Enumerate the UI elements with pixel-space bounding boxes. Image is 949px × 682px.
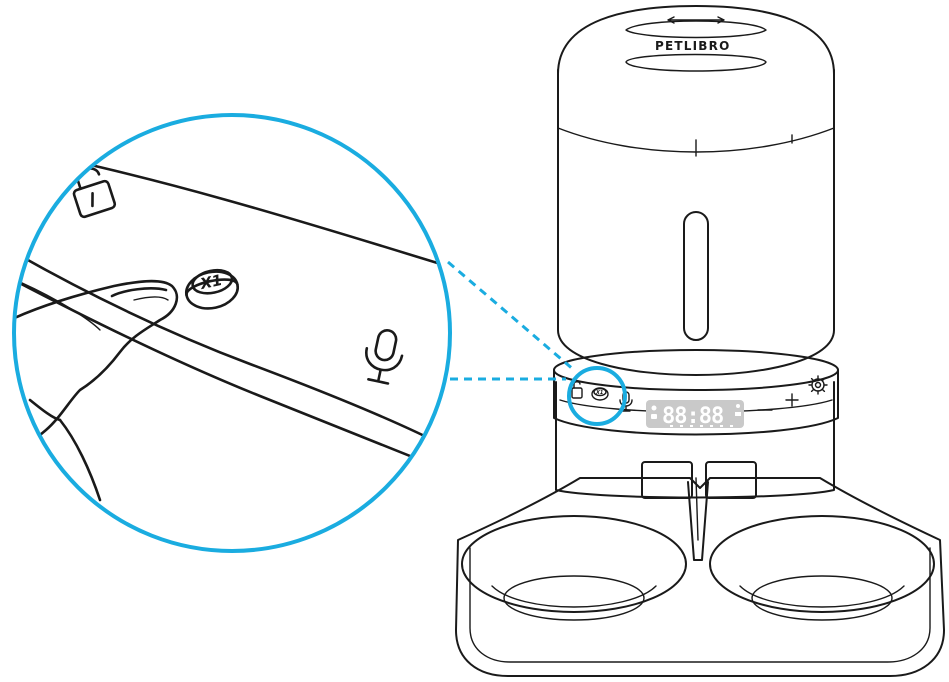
plus-icon[interactable]	[785, 393, 799, 407]
food-hopper	[557, 69, 835, 376]
feed-button-icon[interactable]: X1	[591, 387, 609, 401]
left-bowl	[461, 515, 687, 613]
finger-illustration	[14, 279, 179, 502]
pet-feeder: X1 88:88	[455, 5, 945, 677]
display-day-markers	[670, 425, 733, 427]
lock-icon[interactable]	[571, 381, 583, 399]
display-digits: 88:88	[662, 404, 723, 429]
food-level-window	[683, 211, 709, 341]
feed-button-label-small: X1	[595, 390, 603, 396]
gear-icon[interactable]	[808, 375, 828, 395]
microphone-icon-zoomed	[365, 329, 404, 385]
zoom-callout: X1	[12, 113, 452, 553]
zoom-circle-border	[12, 113, 452, 553]
feed-button-label: X1	[198, 271, 224, 293]
highlight-ring	[567, 366, 627, 426]
callout-connectors	[447, 260, 627, 426]
feeder-base	[455, 477, 945, 677]
feeder-body	[555, 381, 835, 499]
feeder-lid: PETLIBRO	[557, 5, 835, 75]
right-bowl	[709, 515, 935, 613]
led-display: 88:88	[646, 400, 744, 429]
feed-button-zoomed: X1	[184, 268, 240, 310]
brand-label: PETLIBRO	[655, 39, 730, 53]
display-status-icons	[651, 404, 741, 419]
